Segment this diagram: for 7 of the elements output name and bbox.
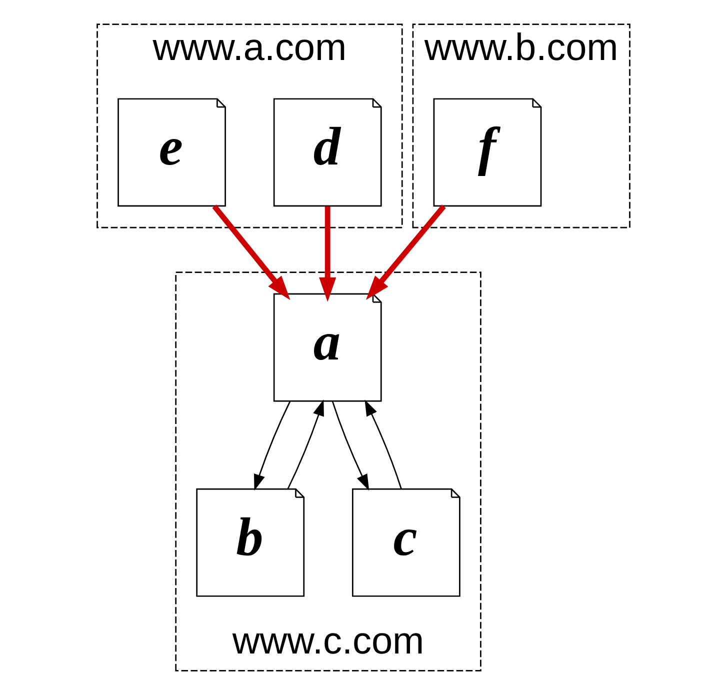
arrow [318, 206, 336, 302]
arrow [253, 401, 290, 491]
arrow [364, 400, 402, 489]
arrow [212, 204, 290, 300]
arrow [286, 399, 324, 490]
arrow [366, 204, 446, 300]
arrow [331, 401, 369, 491]
